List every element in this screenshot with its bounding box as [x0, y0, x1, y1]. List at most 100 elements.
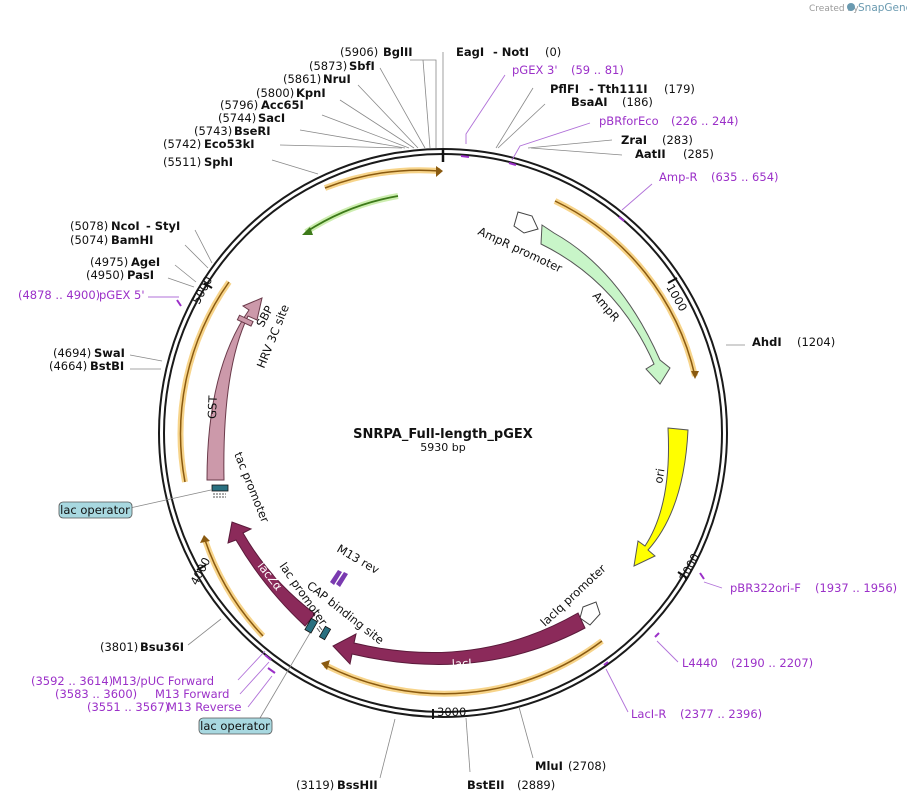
snapgene-logo-icon — [847, 3, 855, 11]
label-tac-promoter: tac promoter — [231, 450, 272, 525]
primer-l4440: L4440 — [682, 656, 718, 670]
svg-text:(5800): (5800) — [256, 86, 294, 100]
primer-leaders — [148, 74, 723, 713]
svg-text:(3592 .. 3614): (3592 .. 3614) — [31, 674, 113, 688]
feature-ori[interactable] — [633, 427, 689, 567]
svg-text:lac operator: lac operator — [200, 719, 270, 733]
enzyme-acc65i: Acc65I — [261, 98, 304, 112]
svg-text:(5906): (5906) — [340, 45, 378, 59]
svg-text:(5861): (5861) — [283, 72, 321, 86]
svg-text:(5511): (5511) — [163, 155, 201, 169]
enzyme-besshii: BssHII — [337, 778, 378, 792]
primer-pgex3: pGEX 3' — [512, 63, 558, 77]
enzyme-styi: - StyI — [146, 219, 180, 233]
svg-text:(186): (186) — [622, 95, 653, 109]
snapgene-brand: SnapGene — [858, 2, 907, 14]
primer-m13-forward: M13 Forward — [155, 687, 229, 701]
feature-m13-rev[interactable] — [330, 570, 348, 587]
svg-text:(3801): (3801) — [100, 640, 138, 654]
enzyme-tth111i: - Tth111I — [589, 82, 648, 96]
enzyme-zrai: ZraI — [621, 133, 647, 147]
svg-text:(2377 .. 2396): (2377 .. 2396) — [680, 707, 762, 721]
feature-ampr-promoter[interactable] — [513, 211, 539, 234]
enzyme-eagi: EagI — [456, 45, 484, 59]
feature-lacza[interactable] — [227, 521, 316, 627]
plasmid-size: 5930 bp — [420, 441, 465, 454]
tick-label-2000: 2000 — [676, 551, 702, 583]
primer-pgex5: pGEX 5' — [99, 288, 145, 302]
feature-laciq-promoter[interactable] — [579, 601, 601, 626]
tick-label-5000: 5000 — [189, 274, 215, 306]
svg-text:(285): (285) — [683, 147, 714, 161]
lac-operator-badge-2[interactable]: lac operator — [198, 717, 273, 735]
enzyme-saci: SacI — [258, 111, 285, 125]
svg-text:(3119): (3119) — [296, 778, 334, 792]
svg-text:(4878 .. 4900): (4878 .. 4900) — [18, 288, 100, 302]
feature-ampr[interactable] — [540, 224, 671, 385]
svg-text:(5074): (5074) — [70, 233, 108, 247]
svg-text:(5744): (5744) — [218, 111, 256, 125]
plasmid-name: SNRPA_Full-length_pGEX — [353, 427, 533, 442]
svg-text:(0): (0) — [545, 45, 561, 59]
orf-arcs — [177, 166, 699, 697]
svg-text:(3551 .. 3567): (3551 .. 3567) — [87, 700, 169, 714]
enzyme-sbfi: SbfI — [349, 59, 375, 73]
enzyme-nrui: NruI — [323, 72, 351, 86]
feature-tac-operator[interactable] — [211, 484, 229, 498]
svg-text:(5743): (5743) — [194, 124, 232, 138]
enzyme-swai: SwaI — [94, 346, 125, 360]
label-ori: ori — [651, 467, 667, 484]
feature-lac-operator[interactable] — [304, 617, 332, 641]
primer-marks — [176, 155, 705, 674]
svg-text:(226 .. 244): (226 .. 244) — [671, 114, 739, 128]
svg-text:(5742): (5742) — [163, 137, 201, 151]
label-m13-rev: M13 rev — [335, 541, 382, 577]
enzyme-bseri: BseRI — [234, 124, 271, 138]
enzyme-noti: - NotI — [493, 45, 529, 59]
tick-label-3000: 3000 — [437, 705, 466, 719]
svg-text:(2889): (2889) — [517, 778, 555, 792]
primer-amp-r: Amp-R — [659, 170, 698, 184]
created-by-text: Created by — [809, 4, 859, 14]
svg-text:lac operator: lac operator — [60, 503, 130, 517]
enzyme-pflfi: PflFI — [550, 82, 579, 96]
svg-text:(2190 .. 2207): (2190 .. 2207) — [731, 656, 813, 670]
svg-text:(5796): (5796) — [220, 98, 258, 112]
enzyme-bsaai: BsaAI — [571, 95, 608, 109]
badge-leaders — [129, 489, 311, 719]
enzyme-ahdi: AhdI — [752, 335, 782, 349]
primer-m13-reverse: M13 Reverse — [167, 700, 241, 714]
enzyme-leaders — [129, 52, 745, 779]
enzyme-bsu36i: Bsu36I — [140, 640, 184, 654]
scale-ticks: 1000 2000 3000 4000 5000 — [187, 274, 702, 719]
svg-text:(3583 .. 3600): (3583 .. 3600) — [55, 687, 137, 701]
enzyme-labels: (5906)BglII (5873)SbfI (5861)NruI (5800)… — [49, 45, 835, 792]
svg-text:(4975): (4975) — [90, 255, 128, 269]
enzyme-bglii: BglII — [383, 45, 413, 59]
svg-text:(1937 .. 1956): (1937 .. 1956) — [815, 581, 897, 595]
enzyme-aatii: AatII — [635, 147, 666, 161]
feature-gst[interactable] — [206, 297, 263, 481]
enzyme-bsteii: BstEII — [467, 778, 505, 792]
enzyme-sphi: SphI — [204, 155, 233, 169]
svg-text:(283): (283) — [662, 133, 693, 147]
feature-hrv-site[interactable] — [236, 314, 254, 327]
enzyme-agei: AgeI — [131, 255, 160, 269]
svg-text:(2708): (2708) — [568, 759, 606, 773]
primer-laci-r: LacI-R — [631, 707, 666, 721]
lac-operator-badge-1[interactable]: lac operator — [58, 501, 133, 519]
primer-m13-puc-forward: M13/pUC Forward — [112, 674, 214, 688]
svg-text:(4694): (4694) — [53, 346, 91, 360]
label-gst: GST — [205, 394, 220, 419]
feature-laci[interactable] — [332, 612, 586, 666]
svg-text:(5078): (5078) — [70, 219, 108, 233]
primer-pbrforeco: pBRforEco — [599, 114, 659, 128]
primer-pbr322ori-f: pBR322ori-F — [730, 581, 801, 595]
svg-text:(635 .. 654): (635 .. 654) — [711, 170, 779, 184]
enzyme-bstbi: BstBI — [90, 359, 124, 373]
enzyme-pasi: PasI — [127, 268, 154, 282]
enzyme-mlui: MluI — [535, 759, 563, 773]
enzyme-eco53ki: Eco53kI — [204, 137, 255, 151]
enzyme-ncoi: NcoI — [111, 219, 140, 233]
